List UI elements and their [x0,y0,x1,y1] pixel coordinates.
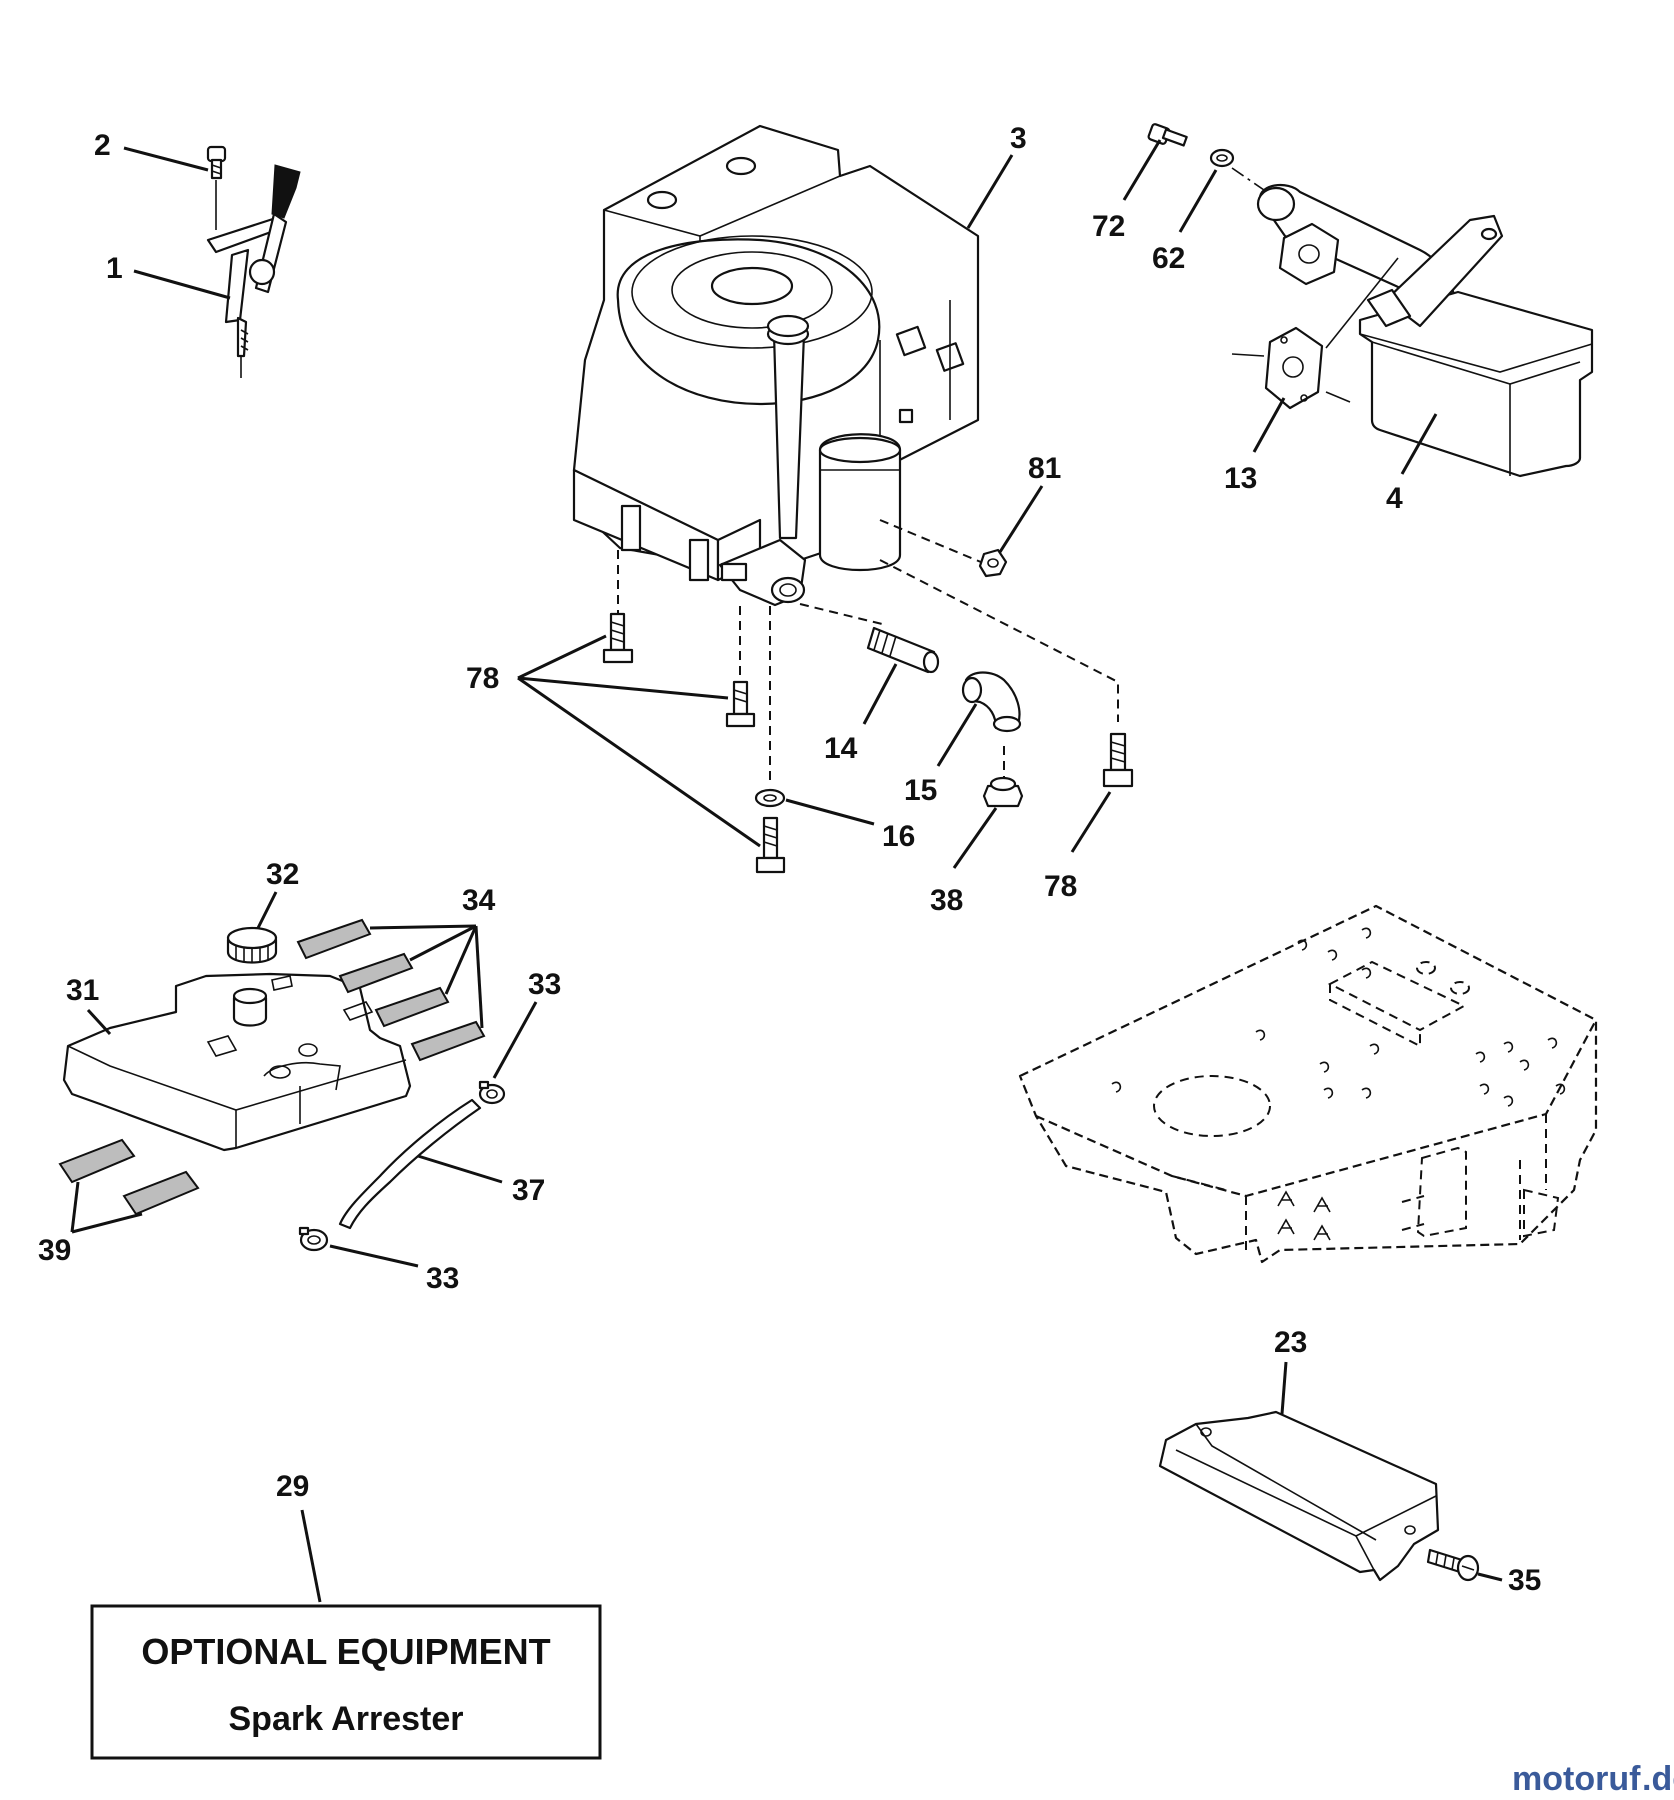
callout-4: 4 [1386,482,1403,515]
leader-39-b [71,1212,143,1234]
leader-39-a [70,1181,80,1233]
throttle-control-assembly: 2 1 [94,129,301,378]
leader-31 [86,1008,112,1036]
leader-33-top [492,1001,538,1079]
part-1-throttle-lever [206,164,301,378]
part-78-bolt-right [1102,732,1134,788]
leader-1 [133,269,231,300]
part-4-muffler [1358,214,1594,478]
part-81-nut [978,548,1008,578]
leader-72 [1122,139,1162,201]
leader-78-b [1070,791,1112,853]
watermark: motoruf .de [1512,1760,1674,1798]
leader-32 [256,891,278,929]
leader-78-a1 [517,634,607,680]
leader-81 [998,485,1044,553]
leader-78-a3 [517,676,761,848]
callout-33-bottom: 33 [426,1262,459,1295]
leader-2 [123,146,209,172]
callout-38: 38 [930,884,963,917]
callout-13: 13 [1224,462,1257,495]
part-33-hose-clamp-top [478,1080,506,1105]
part-13-gasket [1264,326,1324,410]
part-3-engine: 3 [572,122,1027,607]
muffler-assembly: 72 62 13 4 [1092,123,1594,515]
leader-13 [1252,397,1286,453]
part-39-pads [58,1138,200,1216]
optional-equipment-subtitle: Spark Arrester [229,1700,464,1738]
part-37-fuel-line [338,1098,482,1230]
part-14-pipe-nipple [866,626,940,674]
callout-72: 72 [1092,210,1125,243]
callout-81: 81 [1028,452,1061,485]
watermark-main: motoruf [1512,1760,1641,1798]
callout-1: 1 [106,252,123,285]
leader-78-a2 [517,676,729,700]
callout-14: 14 [824,732,858,765]
leader-34-a [369,924,477,930]
leader-37 [417,1154,503,1184]
callout-78-left: 78 [466,662,499,695]
part-34-pads [296,918,486,1062]
callout-3: 3 [1010,122,1027,155]
callout-62: 62 [1152,242,1185,275]
leader-33-bottom [329,1244,419,1268]
leader-29 [300,1509,322,1603]
part-15-elbow [961,671,1022,733]
leader-4 [1400,413,1438,475]
leader-34-d [474,925,484,1029]
fuel-tank-assembly: 34 32 31 39 33 37 33 [38,858,561,1295]
part-35-screw [1426,1548,1480,1582]
leader-35 [1477,1572,1503,1582]
part-33-hose-clamp-bottom [298,1226,329,1252]
part-31-fuel-tank [62,972,412,1152]
part-38-drain-plug [982,776,1024,808]
part-32-fuel-cap [226,926,278,964]
callout-34: 34 [462,884,496,917]
callout-29: 29 [276,1470,309,1503]
callout-33-top: 33 [528,968,561,1001]
callout-31: 31 [66,974,99,1007]
watermark-suffix: .de [1642,1760,1674,1798]
leader-62 [1178,169,1218,233]
part-2-screw [206,145,227,230]
part-23-heat-shield [1158,1410,1440,1582]
part-72-bolt [1147,123,1188,147]
callout-78-right: 78 [1044,870,1077,903]
callout-39: 39 [38,1234,71,1267]
callout-15: 15 [904,774,937,807]
optional-equipment-title: OPTIONAL EQUIPMENT [141,1631,550,1672]
part-62-lock-washer [1209,148,1235,168]
leader-16 [785,798,875,826]
frame-holes [1111,927,1566,1241]
callout-16: 16 [882,820,915,853]
leader-14 [862,663,898,725]
engine-mounting-hardware: 78 81 14 15 16 38 78 [466,452,1134,917]
callout-2: 2 [94,129,111,162]
part-78-bolt-middle [725,680,756,728]
part-78-bolt-left [602,612,634,664]
callout-32: 32 [266,858,299,891]
leader-38 [952,807,998,869]
callout-37: 37 [512,1174,545,1207]
part-16-washer [754,788,786,808]
leader-23 [1280,1361,1288,1415]
leader-15 [936,703,978,767]
leader-3 [966,154,1014,229]
callout-23: 23 [1274,1326,1307,1359]
leader-34-b [409,924,477,962]
callout-35: 35 [1508,1564,1541,1597]
optional-equipment-box: OPTIONAL EQUIPMENT Spark Arrester [90,1604,602,1760]
leader-34-c [444,925,478,995]
chassis-frame-reference [1018,904,1598,1264]
part-78-bolt-bottom [755,816,786,874]
